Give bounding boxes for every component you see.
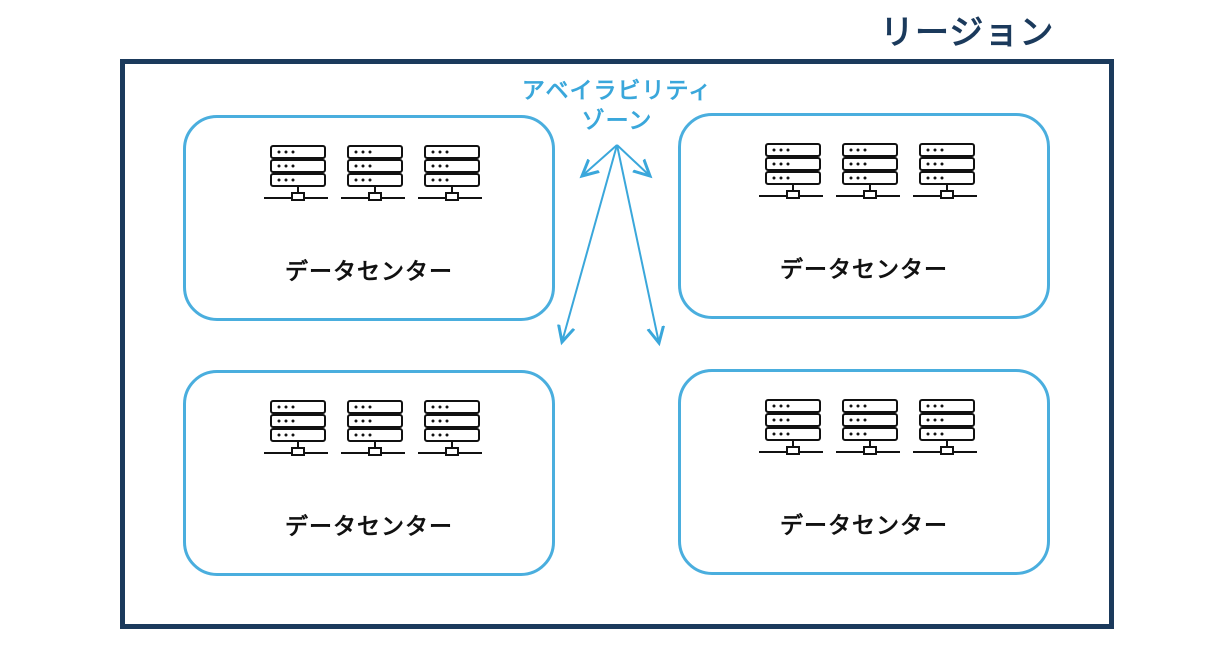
server-rack-icon [759,143,823,199]
datacenter-label: データセンター [285,259,453,285]
server-rack-icon [418,400,482,456]
server-rack-icon [913,399,977,455]
availability-zone-label-line1: アベイラビリティ [521,78,713,104]
server-group [264,144,482,206]
server-rack-icon [913,143,977,199]
datacenter-label: データセンター [285,514,453,540]
datacenter-label: データセンター [780,257,948,283]
datacenter-box-bottom-right: データセンター [678,369,1050,575]
server-rack-icon [341,400,405,456]
datacenter-label: データセンター [780,513,948,539]
server-rack-icon [264,145,328,201]
server-group [264,399,482,461]
availability-zone-label: アベイラビリティ ゾーン [492,76,742,136]
server-rack-icon [418,145,482,201]
server-rack-icon [836,399,900,455]
server-rack-icon [264,400,328,456]
server-group [759,142,977,204]
server-rack-icon [836,143,900,199]
datacenter-box-top-left: データセンター [183,115,555,321]
datacenter-box-bottom-left: データセンター [183,370,555,576]
availability-zone-label-line2: ゾーン [581,108,653,134]
region-title: リージョン [880,13,1055,53]
datacenter-box-top-right: データセンター [678,113,1050,319]
server-rack-icon [341,145,405,201]
server-rack-icon [759,399,823,455]
server-group [759,398,977,460]
